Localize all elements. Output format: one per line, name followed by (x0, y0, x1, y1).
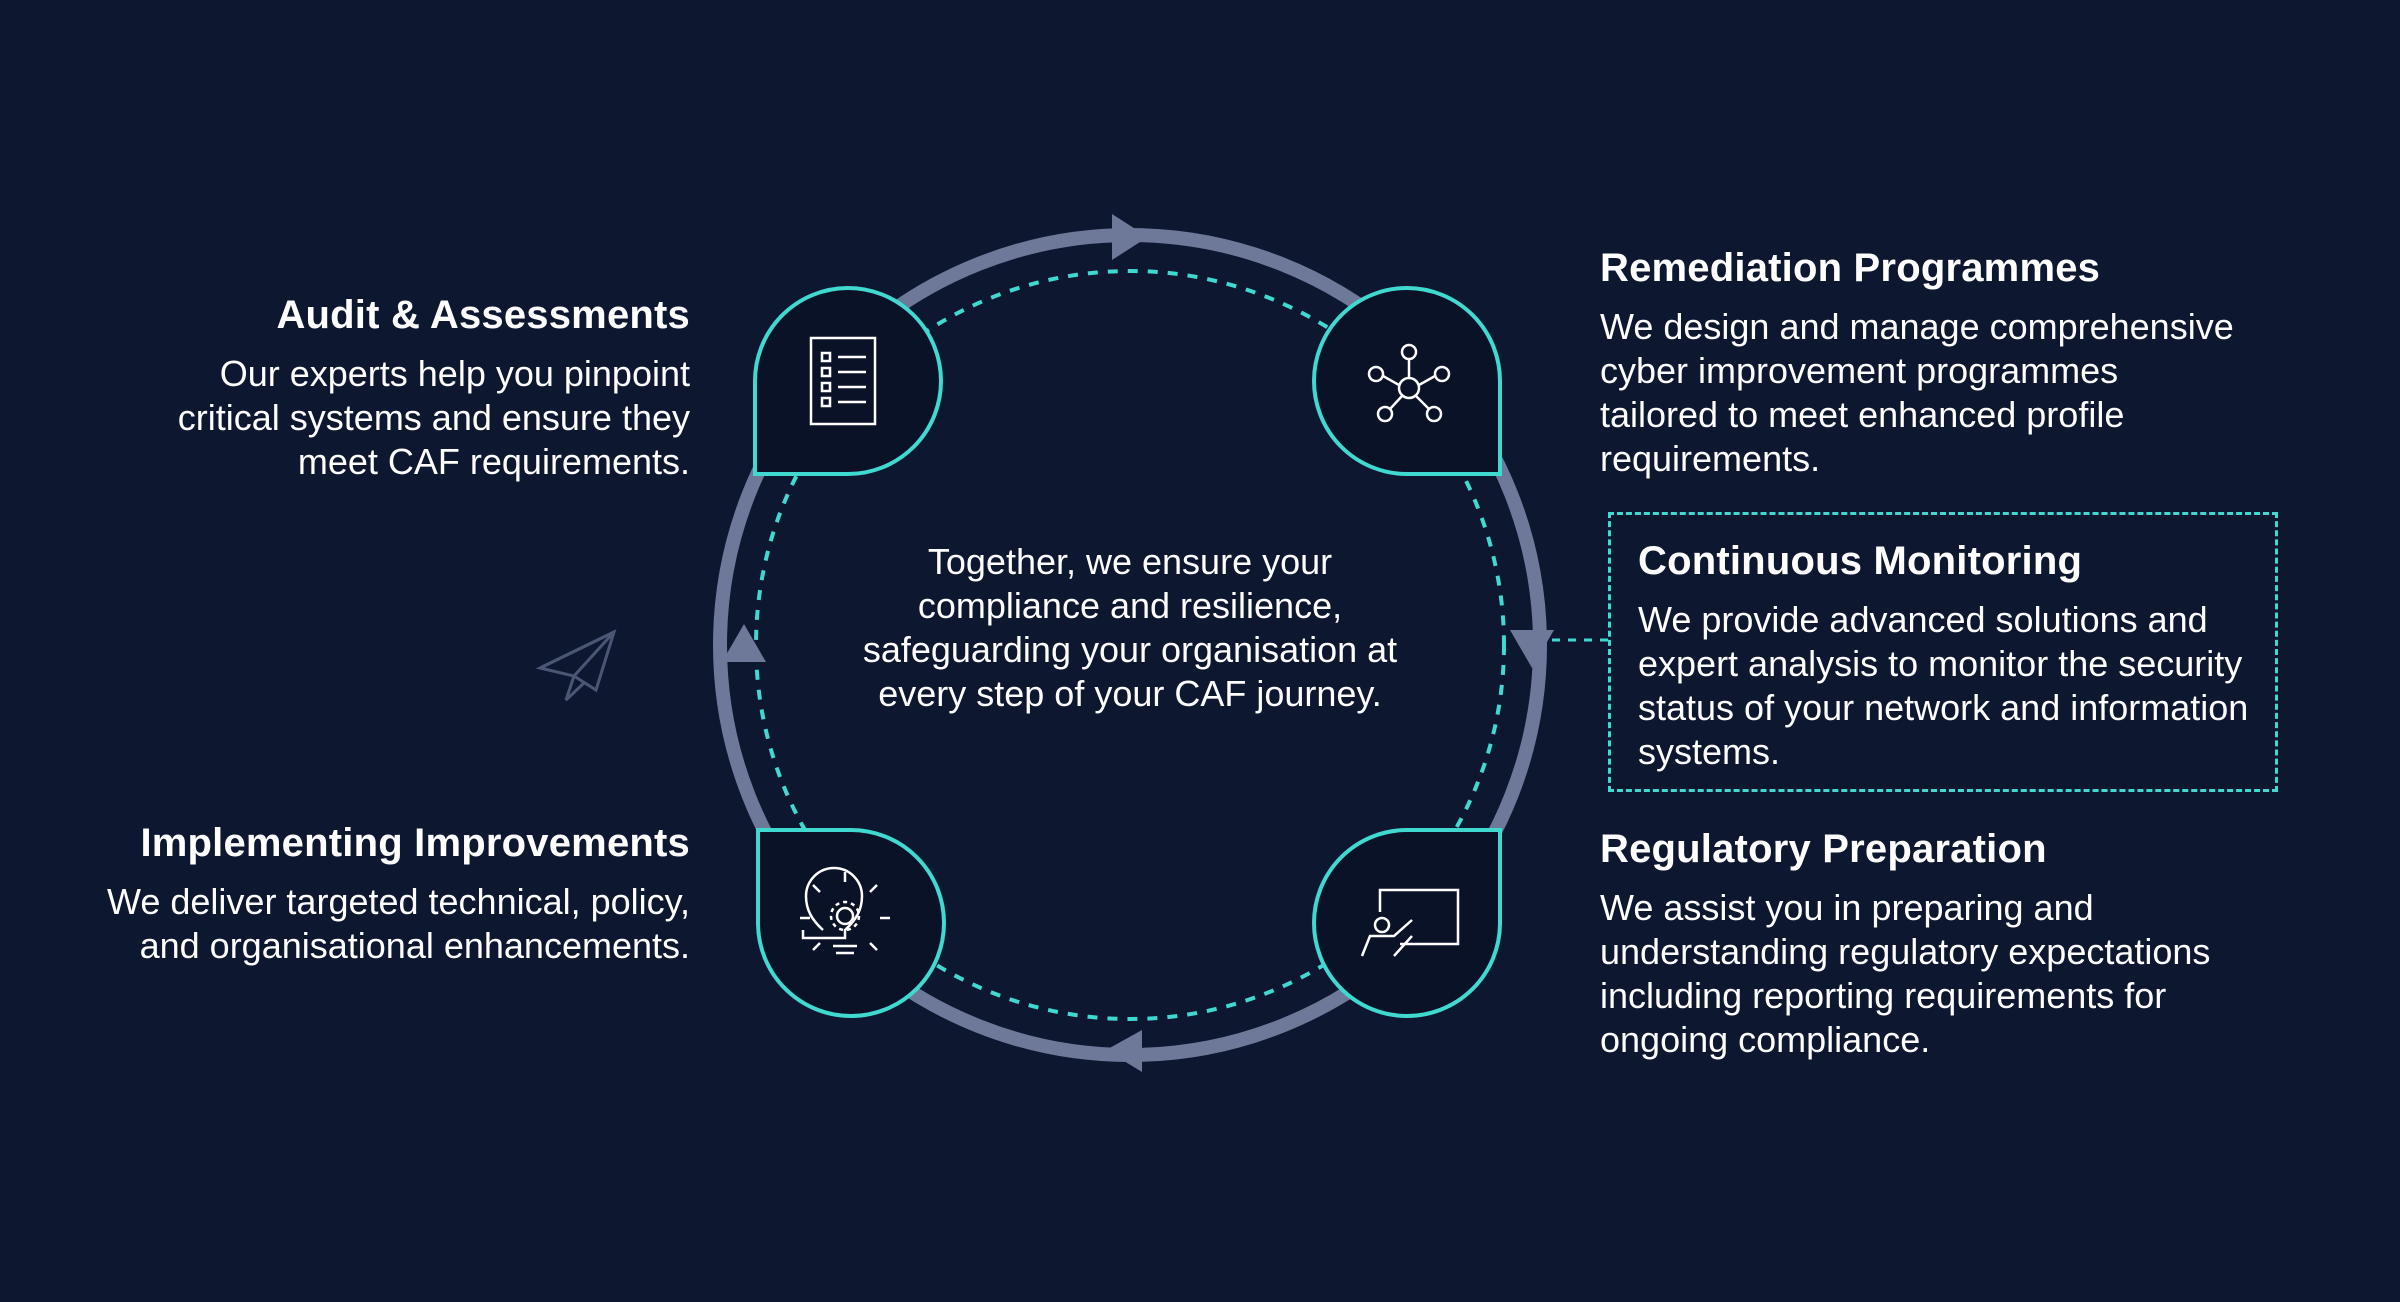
implementing-block: Implementing Improvements We deliver tar… (100, 820, 690, 968)
audit-block: Audit & Assessments Our experts help you… (150, 292, 690, 484)
remediation-block: Remediation Programmes We design and man… (1600, 245, 2240, 481)
monitoring-body: We provide advanced solutions and expert… (1638, 599, 2249, 772)
center-statement: Together, we ensure your compliance and … (862, 541, 1398, 714)
audit-badge (752, 286, 943, 476)
arrow-top (1112, 214, 1148, 260)
regulatory-body: We assist you in preparing and understan… (1600, 887, 2211, 1060)
arrow-left (722, 624, 766, 662)
checklist-icon (809, 336, 877, 426)
arrow-right (1510, 630, 1554, 668)
presenter-board-icon (1360, 888, 1460, 957)
paper-plane-icon (535, 629, 617, 702)
remediation-body: We design and manage comprehensive cyber… (1600, 306, 2234, 479)
monitoring-block: Continuous Monitoring We provide advance… (1638, 538, 2258, 774)
regulatory-block: Regulatory Preparation We assist you in … (1600, 826, 2220, 1062)
remediation-title: Remediation Programmes (1600, 246, 2101, 290)
implementing-badge (756, 828, 946, 1018)
remediation-badge (1312, 286, 1503, 476)
network-hub-icon (1367, 343, 1451, 423)
regulatory-badge (1312, 828, 1502, 1018)
monitoring-highlight-box (1608, 512, 2278, 792)
audit-body: Our experts help you pinpoint critical s… (177, 353, 690, 482)
inner-dashed-ring (754, 269, 1506, 1021)
regulatory-title: Regulatory Preparation (1600, 827, 2047, 871)
monitoring-title: Continuous Monitoring (1638, 539, 2083, 583)
implementing-body: We deliver targeted technical, policy, a… (107, 881, 690, 966)
arrow-bottom (1106, 1030, 1142, 1072)
audit-title: Audit & Assessments (276, 293, 690, 337)
implementing-title: Implementing Improvements (140, 821, 690, 865)
lightbulb-gear-icon (800, 866, 890, 955)
